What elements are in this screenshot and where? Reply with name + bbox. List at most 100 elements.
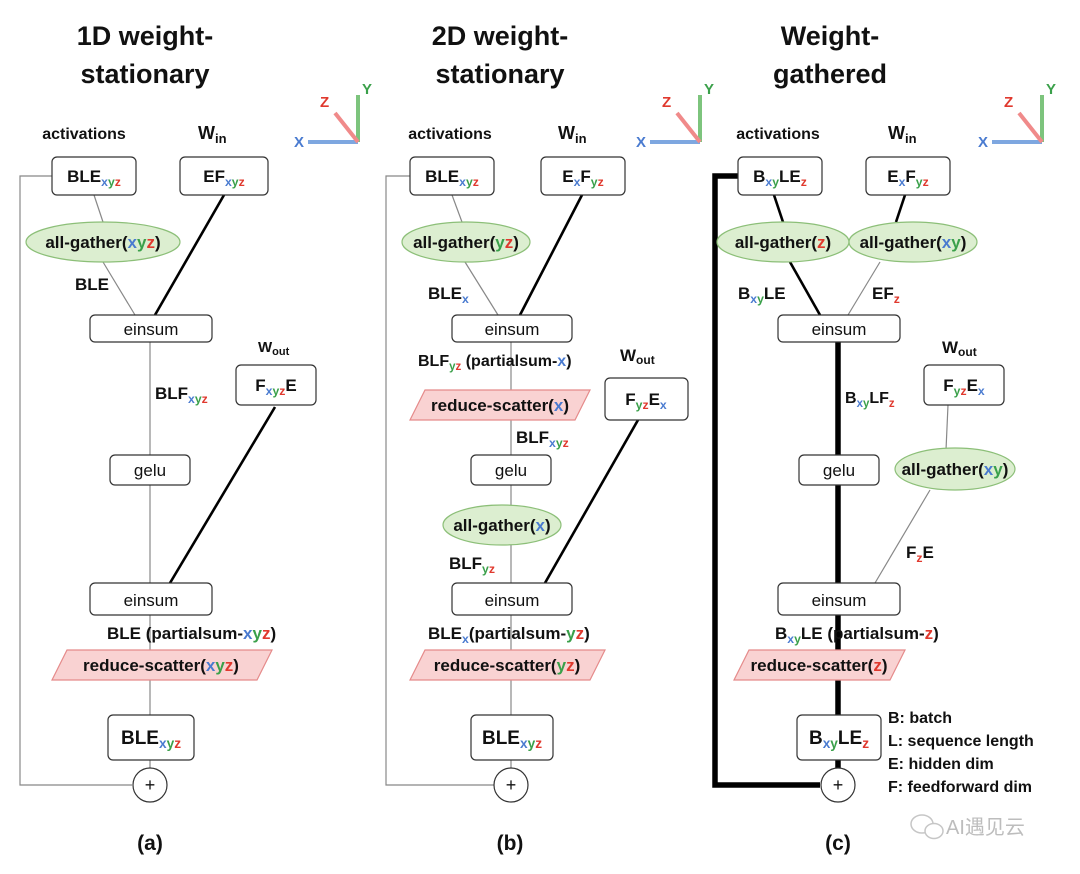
text-segment: BLE — [107, 624, 146, 643]
gelu-label: gelu — [134, 461, 166, 480]
wechat-icon — [910, 814, 944, 840]
einsum-box — [777, 582, 901, 616]
text-segment: x — [557, 353, 566, 370]
plus-icon: + — [506, 775, 517, 795]
text-segment: F — [625, 390, 635, 409]
text-segment: (partialsum- — [823, 624, 925, 643]
text-segment: F — [905, 167, 915, 186]
einsum-box — [451, 582, 573, 616]
win-box-label: EFxyz — [203, 167, 244, 189]
text-segment: x — [554, 396, 564, 415]
text-segment: x — [942, 233, 952, 252]
axis-icon: X Y Z — [978, 81, 1056, 151]
axis-x-label: X — [294, 134, 304, 151]
blf-edge-label: BLFxyz — [155, 384, 208, 406]
output-box — [796, 714, 882, 761]
panel-title-line1: Weight- — [781, 21, 879, 51]
text-segment: ) — [545, 516, 551, 535]
subscript-segment: x — [750, 292, 757, 306]
text-segment: y — [495, 233, 505, 252]
subscript-segment: x — [978, 384, 985, 398]
panel-a-edges — [19, 175, 277, 786]
subscript-segment: z — [923, 175, 929, 189]
gelu-label: gelu — [823, 461, 855, 480]
subscript-segment: y — [757, 292, 764, 306]
text-segment: z — [566, 656, 575, 675]
text-segment: BLF — [516, 428, 549, 447]
subscript-segment: x — [765, 175, 772, 189]
wout-label: Wout — [258, 339, 290, 358]
panel-caption: (a) — [137, 832, 163, 855]
output-box — [107, 714, 195, 761]
subscript-segment: x — [188, 392, 195, 406]
text-segment: BLF — [449, 554, 482, 573]
text-segment: y — [566, 624, 576, 643]
wout-box — [235, 364, 317, 406]
activations-box — [737, 156, 823, 196]
text-segment: B — [738, 284, 750, 303]
subscript-segment: x — [660, 398, 667, 412]
axis-x-label: X — [636, 134, 646, 151]
panel-a: 1D weight- stationary activations Win BL… — [25, 21, 317, 855]
output-box-label: BLExyz — [482, 728, 542, 751]
legend-item: E: hidden dim — [888, 756, 994, 773]
text-segment: BLE — [75, 275, 109, 294]
blf-edge-label: BxyLFz — [845, 390, 895, 410]
subscript-segment: z — [174, 736, 181, 751]
text-segment: y — [137, 233, 147, 252]
text-segment: BLE — [428, 284, 462, 303]
activations-label: activations — [408, 126, 492, 143]
subscript-segment: z — [916, 551, 922, 565]
einsum-label: einsum — [812, 591, 867, 610]
text-segment: B — [775, 624, 787, 643]
ble-edge-label: BxyLE — [738, 284, 786, 306]
text-segment: z — [262, 624, 271, 643]
subscript-segment: z — [889, 398, 895, 410]
subscript-segment: y — [556, 436, 563, 450]
subscript-segment: y — [195, 392, 202, 406]
output-box-label: BxyLEz — [809, 728, 869, 751]
text-segment: x — [128, 233, 138, 252]
text-segment: LE — [838, 728, 862, 749]
reduce-scatter-node — [51, 649, 273, 681]
text-segment: ) — [566, 353, 571, 370]
text-segment: LE — [764, 284, 786, 303]
subscript-segment: z — [239, 175, 245, 189]
text-segment: E — [923, 543, 934, 562]
output-box — [470, 714, 554, 761]
subscript-segment: x — [574, 175, 581, 189]
watermark: AI遇见云 — [910, 814, 1025, 840]
gelu-box — [470, 454, 552, 486]
subscript-segment: y — [466, 175, 473, 189]
text-segment: all-gather( — [453, 516, 536, 535]
subscript-segment: z — [598, 175, 604, 189]
text-segment: BLE — [482, 728, 520, 749]
text-segment: z — [146, 233, 155, 252]
text-segment: E — [285, 376, 296, 395]
text-segment: (partialsum- — [469, 624, 566, 643]
text-segment: BLE — [428, 624, 462, 643]
panel-title-line1: 2D weight- — [432, 21, 569, 51]
text-segment: x — [984, 460, 994, 479]
wout-label: Wout — [942, 338, 977, 359]
panel-title-line2: stationary — [435, 59, 564, 89]
text-segment: all-gather( — [860, 233, 943, 252]
win-label: Win — [558, 123, 587, 146]
plus-icon: + — [833, 775, 844, 795]
subscript-segment: z — [473, 175, 479, 189]
win-box-label: ExFyz — [887, 167, 928, 189]
gelu-box — [798, 454, 880, 486]
all-gather-label: all-gather(x) — [453, 516, 550, 535]
subscript-segment: z — [563, 436, 569, 450]
text-segment: E — [649, 390, 660, 409]
subscript-segment: y — [449, 361, 456, 373]
subscript-segment: z — [535, 736, 542, 751]
text-segment: ) — [933, 624, 939, 643]
win-box — [540, 156, 626, 196]
text-segment: ) — [563, 396, 569, 415]
einsum-label: einsum — [485, 591, 540, 610]
subscript-segment: y — [232, 175, 239, 189]
panel-caption: (b) — [497, 832, 524, 855]
text-segment: BLF — [155, 384, 188, 403]
einsum-box — [89, 314, 213, 343]
